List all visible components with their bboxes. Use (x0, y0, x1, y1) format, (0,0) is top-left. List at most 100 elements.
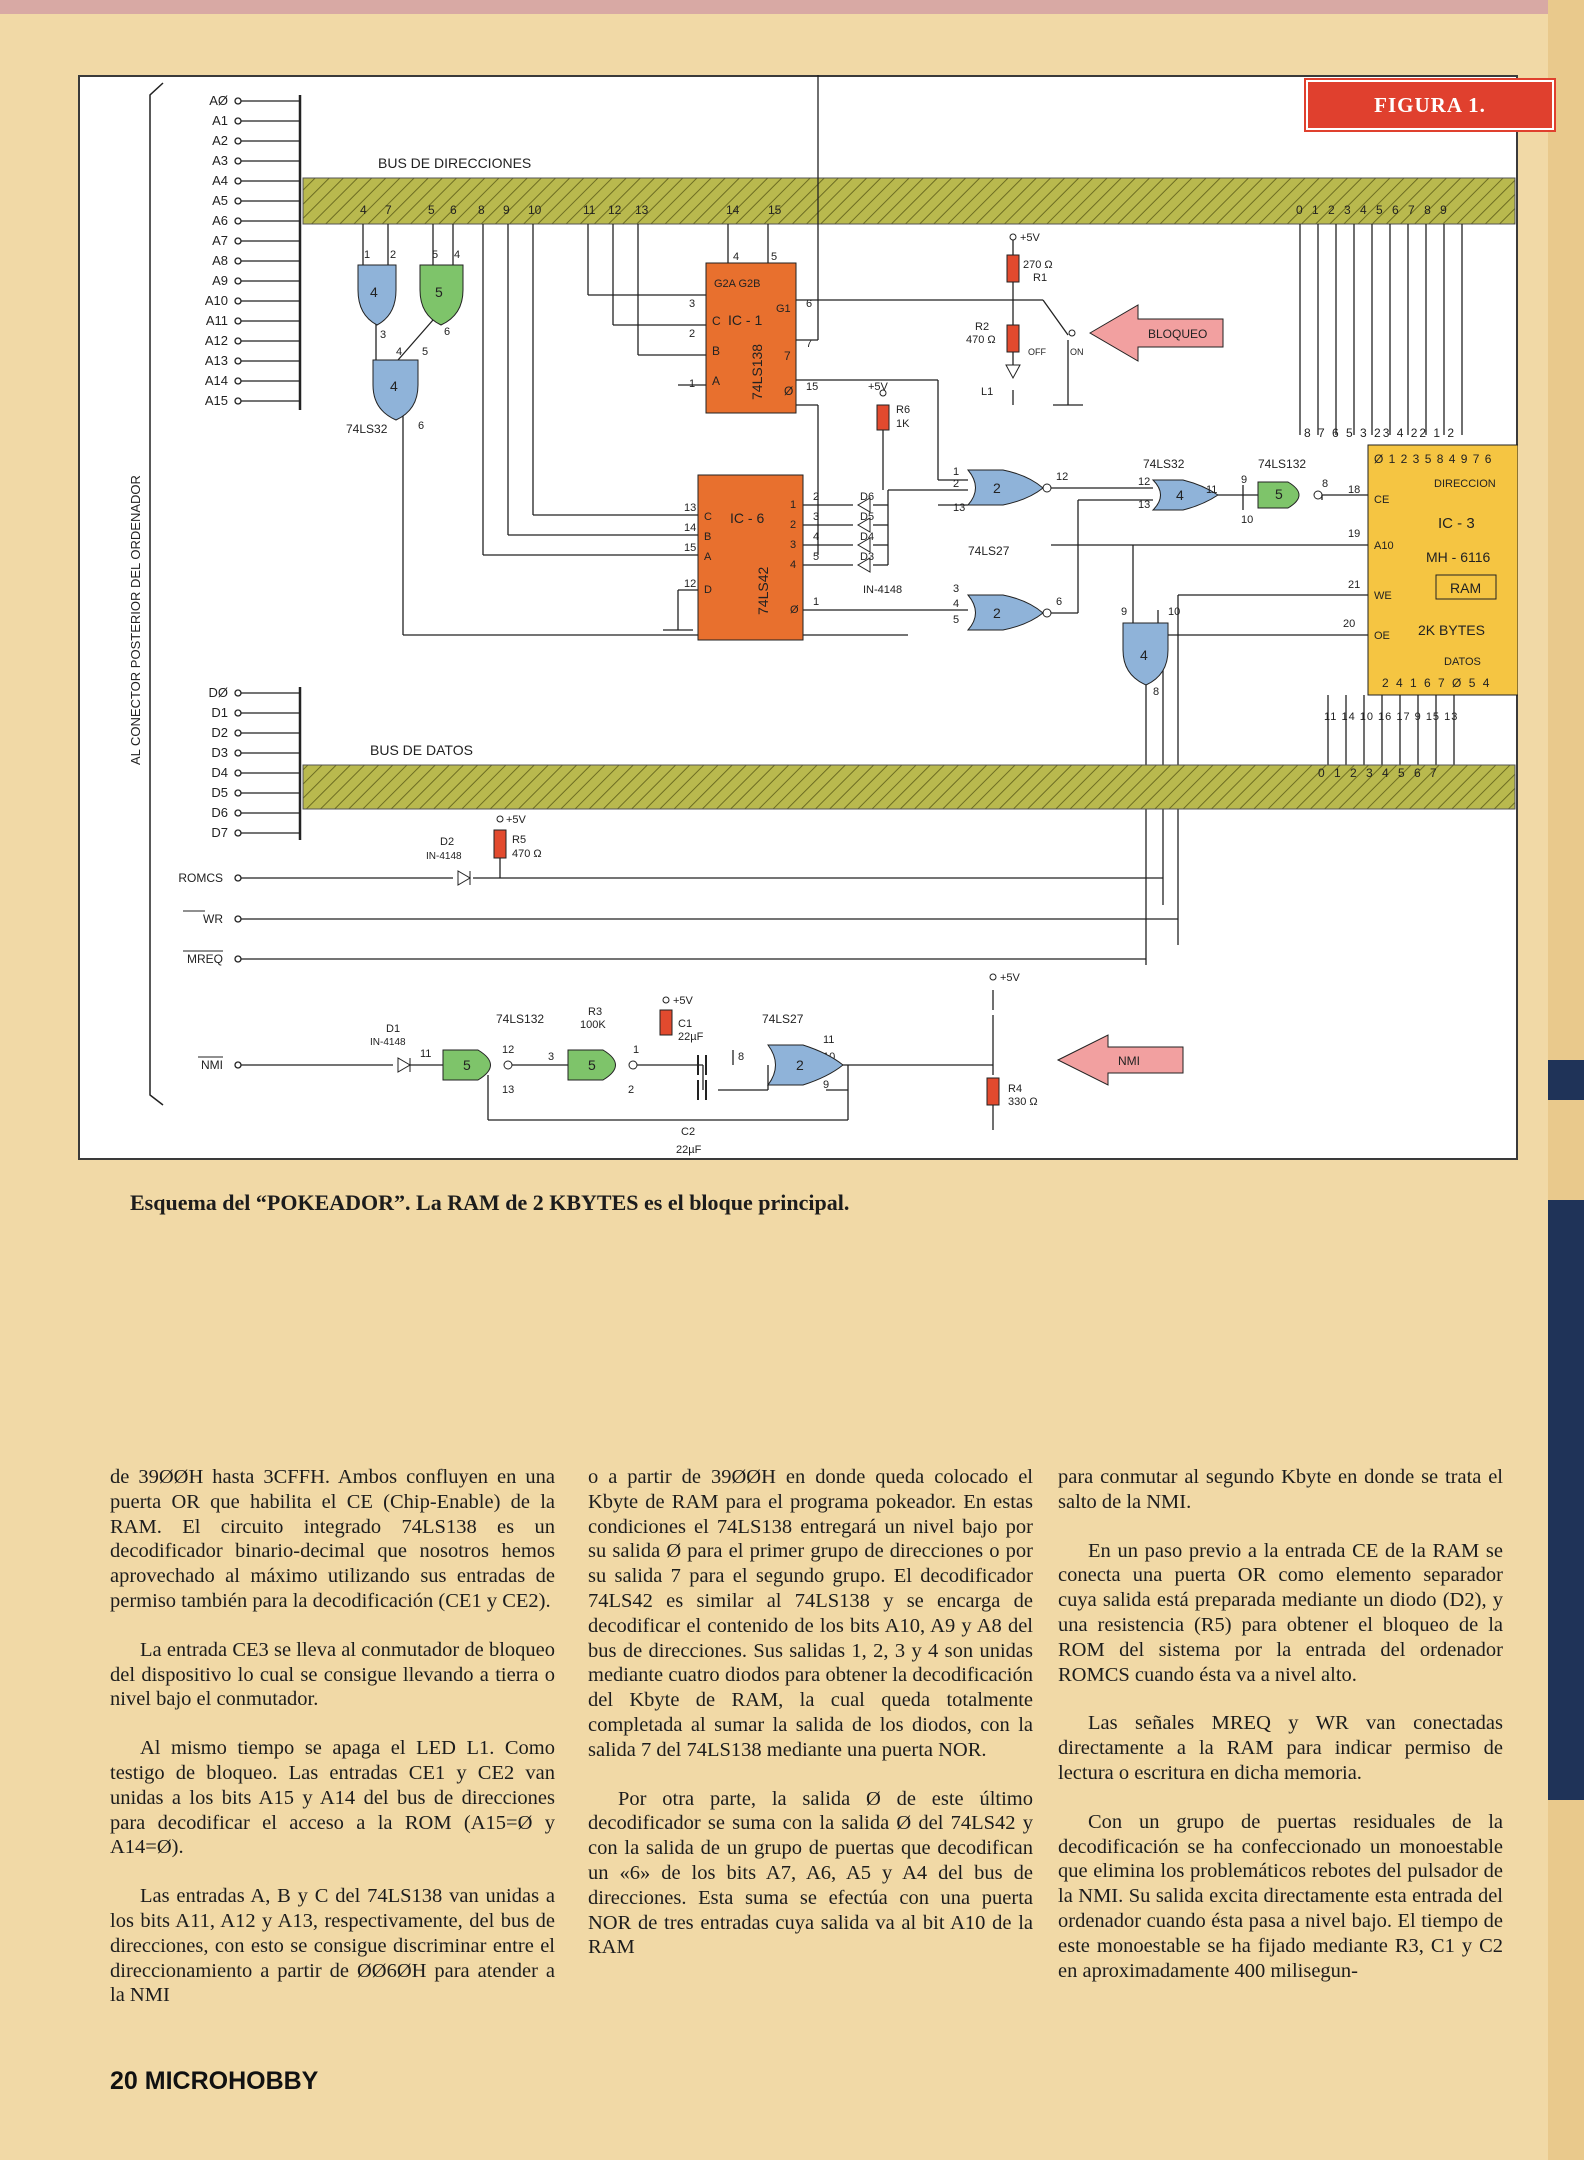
pin-A9: A9 (212, 273, 228, 288)
pin-A6: A6 (212, 213, 228, 228)
svg-text:3: 3 (953, 583, 959, 595)
nor-gate-2-bottom (966, 594, 1044, 631)
svg-text:C: C (712, 314, 721, 328)
svg-text:74LS27: 74LS27 (968, 544, 1010, 558)
svg-text:0 1 2 3 4 5 6 7 8 9: 0 1 2 3 4 5 6 7 8 9 (1296, 203, 1450, 217)
svg-text:74LS132: 74LS132 (1258, 457, 1306, 471)
svg-text:5: 5 (771, 251, 777, 263)
svg-text:D1: D1 (386, 1023, 400, 1035)
svg-text:+5V: +5V (673, 995, 694, 1007)
svg-text:9: 9 (1121, 606, 1127, 618)
pin-A5: A5 (212, 193, 228, 208)
svg-text:12: 12 (502, 1044, 514, 1056)
svg-text:470 Ω: 470 Ω (966, 334, 996, 346)
svg-text:7: 7 (806, 338, 812, 350)
pin-A10: A10 (205, 293, 228, 308)
side-label: AL CONECTOR POSTERIOR DEL ORDENADOR (128, 475, 143, 765)
svg-text:OFF: OFF (1028, 347, 1046, 357)
svg-text:10: 10 (1241, 514, 1253, 526)
svg-text:15: 15 (684, 542, 696, 554)
svg-text:B: B (712, 344, 720, 358)
svg-text:R6: R6 (896, 404, 910, 416)
svg-text:6: 6 (418, 420, 424, 432)
data-bus-label: BUS DE DATOS (370, 742, 473, 758)
paragraph: o a partir de 39ØØH en donde queda coloc… (588, 1466, 1033, 1761)
paragraph: La entrada CE3 se lleva al conmutador de… (110, 1638, 555, 1711)
svg-text:D3: D3 (860, 551, 874, 563)
figure-caption: Esquema del “POKEADOR”. La RAM de 2 KBYT… (130, 1190, 850, 1215)
gate-5-top (419, 264, 464, 326)
svg-text:4: 4 (390, 378, 398, 394)
svg-text:5: 5 (588, 1057, 596, 1073)
svg-text:IC - 3: IC - 3 (1438, 515, 1475, 532)
svg-text:D5: D5 (211, 785, 228, 800)
svg-text:4: 4 (1140, 647, 1148, 663)
svg-text:12: 12 (684, 578, 696, 590)
svg-text:18: 18 (1348, 484, 1360, 496)
svg-text:RAM: RAM (1450, 580, 1481, 596)
figure-label: FIGURA 1. (1306, 80, 1554, 130)
svg-text:13: 13 (635, 203, 649, 217)
svg-text:Ø 1 2 3 5 8 4 9 7 6: Ø 1 2 3 5 8 4 9 7 6 (1374, 452, 1492, 466)
svg-text:6: 6 (450, 203, 457, 217)
resistor-r5 (493, 829, 507, 859)
svg-text:CE: CE (1374, 494, 1389, 506)
svg-text:DIRECCION: DIRECCION (1434, 478, 1496, 490)
ic1-74ls138 (705, 262, 797, 414)
svg-text:D4: D4 (860, 531, 874, 543)
svg-text:D2: D2 (440, 836, 454, 848)
svg-text:2: 2 (689, 328, 695, 340)
ic3-ram-6116 (1367, 444, 1518, 696)
svg-text:DØ: DØ (209, 685, 229, 700)
svg-text:5: 5 (422, 346, 428, 358)
svg-text:15: 15 (806, 381, 818, 393)
paragraph: En un paso previo a la entrada CE de la … (1058, 1539, 1503, 1686)
svg-text:11: 11 (583, 203, 596, 217)
svg-text:22µF: 22µF (676, 1144, 702, 1156)
svg-text:2: 2 (790, 519, 796, 531)
top-band (0, 0, 1584, 14)
svg-text:4: 4 (396, 346, 402, 358)
svg-text:2: 2 (993, 605, 1001, 621)
svg-text:R3: R3 (588, 1006, 602, 1018)
paragraph: Al mismo tiempo se apaga el LED L1. Como… (110, 1737, 555, 1859)
svg-text:4: 4 (1176, 487, 1184, 503)
svg-text:11: 11 (823, 1034, 834, 1046)
svg-text:14: 14 (684, 522, 696, 534)
schematic-diagram: AL CONECTOR POSTERIOR DEL ORDENADOR AØ A… (128, 75, 1518, 1156)
svg-text:1: 1 (364, 249, 370, 261)
svg-text:IN-4148: IN-4148 (426, 851, 462, 862)
or-gate-4 (1151, 479, 1219, 511)
svg-text:2: 2 (813, 491, 819, 503)
svg-text:+5V: +5V (1000, 972, 1021, 984)
svg-text:5: 5 (953, 614, 959, 626)
svg-text:+5V: +5V (868, 381, 889, 393)
svg-text:R4: R4 (1008, 1083, 1022, 1095)
svg-text:9: 9 (503, 203, 510, 217)
svg-text:4: 4 (360, 203, 367, 217)
address-bus-label: BUS DE DIRECCIONES (378, 155, 531, 171)
svg-text:2 4 1 6 7 Ø 5 4: 2 4 1 6 7 Ø 5 4 (1382, 676, 1491, 690)
svg-text:5: 5 (432, 249, 438, 261)
svg-text:74LS42: 74LS42 (755, 567, 771, 615)
svg-text:DATOS: DATOS (1444, 656, 1481, 668)
svg-text:2K BYTES: 2K BYTES (1418, 622, 1485, 638)
svg-text:15: 15 (768, 203, 782, 217)
svg-text:4: 4 (790, 559, 796, 571)
svg-text:13: 13 (684, 502, 696, 514)
bloqueo-arrow (1089, 304, 1224, 362)
svg-text:11: 11 (1206, 484, 1217, 496)
svg-text:1: 1 (689, 378, 695, 390)
svg-text:ON: ON (1070, 347, 1084, 357)
svg-text:D6: D6 (211, 805, 228, 820)
nor-gate-2-nmi (767, 1044, 844, 1086)
svg-text:NMI: NMI (201, 1058, 223, 1072)
pin-A4: A4 (212, 173, 228, 188)
svg-text:C: C (704, 511, 712, 523)
right-edge-strip (1548, 0, 1584, 2160)
svg-text:2: 2 (390, 249, 396, 261)
svg-text:12: 12 (608, 203, 622, 217)
svg-text:12: 12 (1138, 476, 1150, 488)
pin-A2: A2 (212, 133, 228, 148)
svg-text:12: 12 (1056, 471, 1068, 483)
